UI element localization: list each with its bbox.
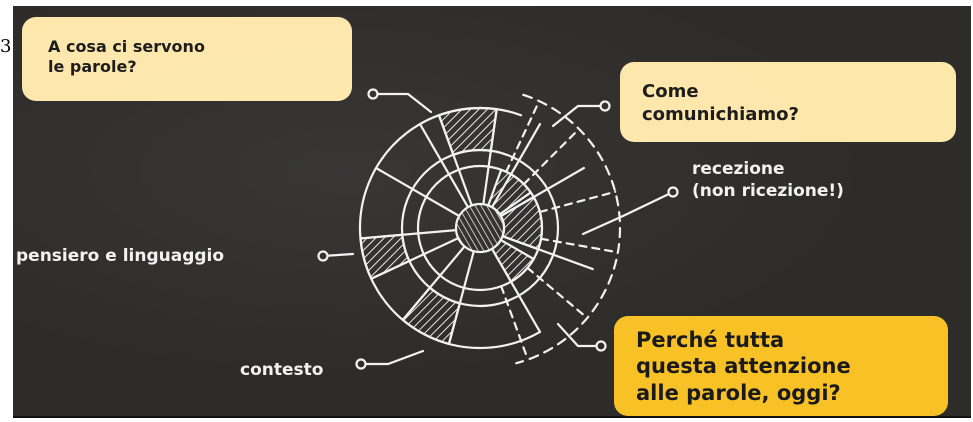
question-bubble-words-purpose: A cosa ci servono le parole?: [22, 17, 352, 101]
chalk-wheel-diagram: [317, 88, 679, 370]
wheel-spoke: [437, 114, 473, 207]
leader-pensiero-end: [317, 250, 329, 262]
wheel-spoke: [490, 122, 542, 209]
question-line: alle parole, oggi?: [636, 380, 841, 405]
leader-top-left: [371, 92, 433, 114]
wheel-spoke: [418, 122, 470, 209]
wheel-spoke: [501, 235, 594, 271]
leader-recezione-end: [667, 186, 679, 198]
leader-top-right: [551, 104, 607, 128]
wheel-spoke: [374, 166, 461, 218]
wheel-dashed-arc: [515, 93, 622, 365]
question-line: le parole?: [48, 57, 137, 76]
leader-contesto: [359, 349, 425, 366]
wheel-spoke: [359, 228, 458, 240]
question-bubble-communication: Come comunichiamo?: [620, 62, 956, 142]
chalkboard: A cosa ci servono le parole? Come comuni…: [13, 6, 971, 418]
leader-recezione: [581, 190, 675, 236]
question-line: A cosa ci servono: [48, 37, 205, 56]
question-line: Come: [642, 81, 699, 102]
wheel-spoke: [482, 108, 498, 206]
leader-bottom-right: [556, 322, 603, 348]
page-number: 3: [0, 36, 12, 57]
wheel-dashed-spoke: [505, 100, 541, 173]
label-recezione: recezione (non ricezione!): [692, 158, 844, 202]
label-contesto: contesto: [240, 360, 324, 380]
leader-top-left-end: [367, 88, 379, 100]
leader-contesto-end: [355, 358, 367, 370]
leader-top-right-end: [599, 100, 611, 112]
label-pensiero-linguaggio: pensiero e linguaggio: [16, 246, 225, 266]
question-line: questa attenzione: [636, 354, 851, 379]
wheel-spoke: [370, 237, 460, 280]
question-line: Perché tutta: [636, 328, 785, 352]
wheel-dashed-spoke: [539, 237, 619, 254]
wheel-hatched-sector: [437, 106, 498, 157]
label-line: (non ricezione!): [692, 181, 844, 202]
wheel-spoke: [447, 250, 475, 346]
wheel-dashed-spoke: [500, 285, 529, 361]
wheel-dashed-spoke: [522, 127, 581, 186]
question-line: comunichiamo?: [642, 103, 799, 125]
wheel-dashed-spoke: [538, 190, 617, 214]
wheel-spoke: [490, 247, 542, 334]
leader-bottom-right-end: [595, 340, 607, 352]
wheel-spoke: [401, 245, 466, 322]
wheel-dashed-spoke: [526, 266, 589, 320]
wheel-spoke: [499, 166, 586, 218]
label-line: recezione: [692, 159, 785, 179]
question-bubble-attention-today: Perché tutta questa attenzione alle paro…: [614, 316, 948, 416]
